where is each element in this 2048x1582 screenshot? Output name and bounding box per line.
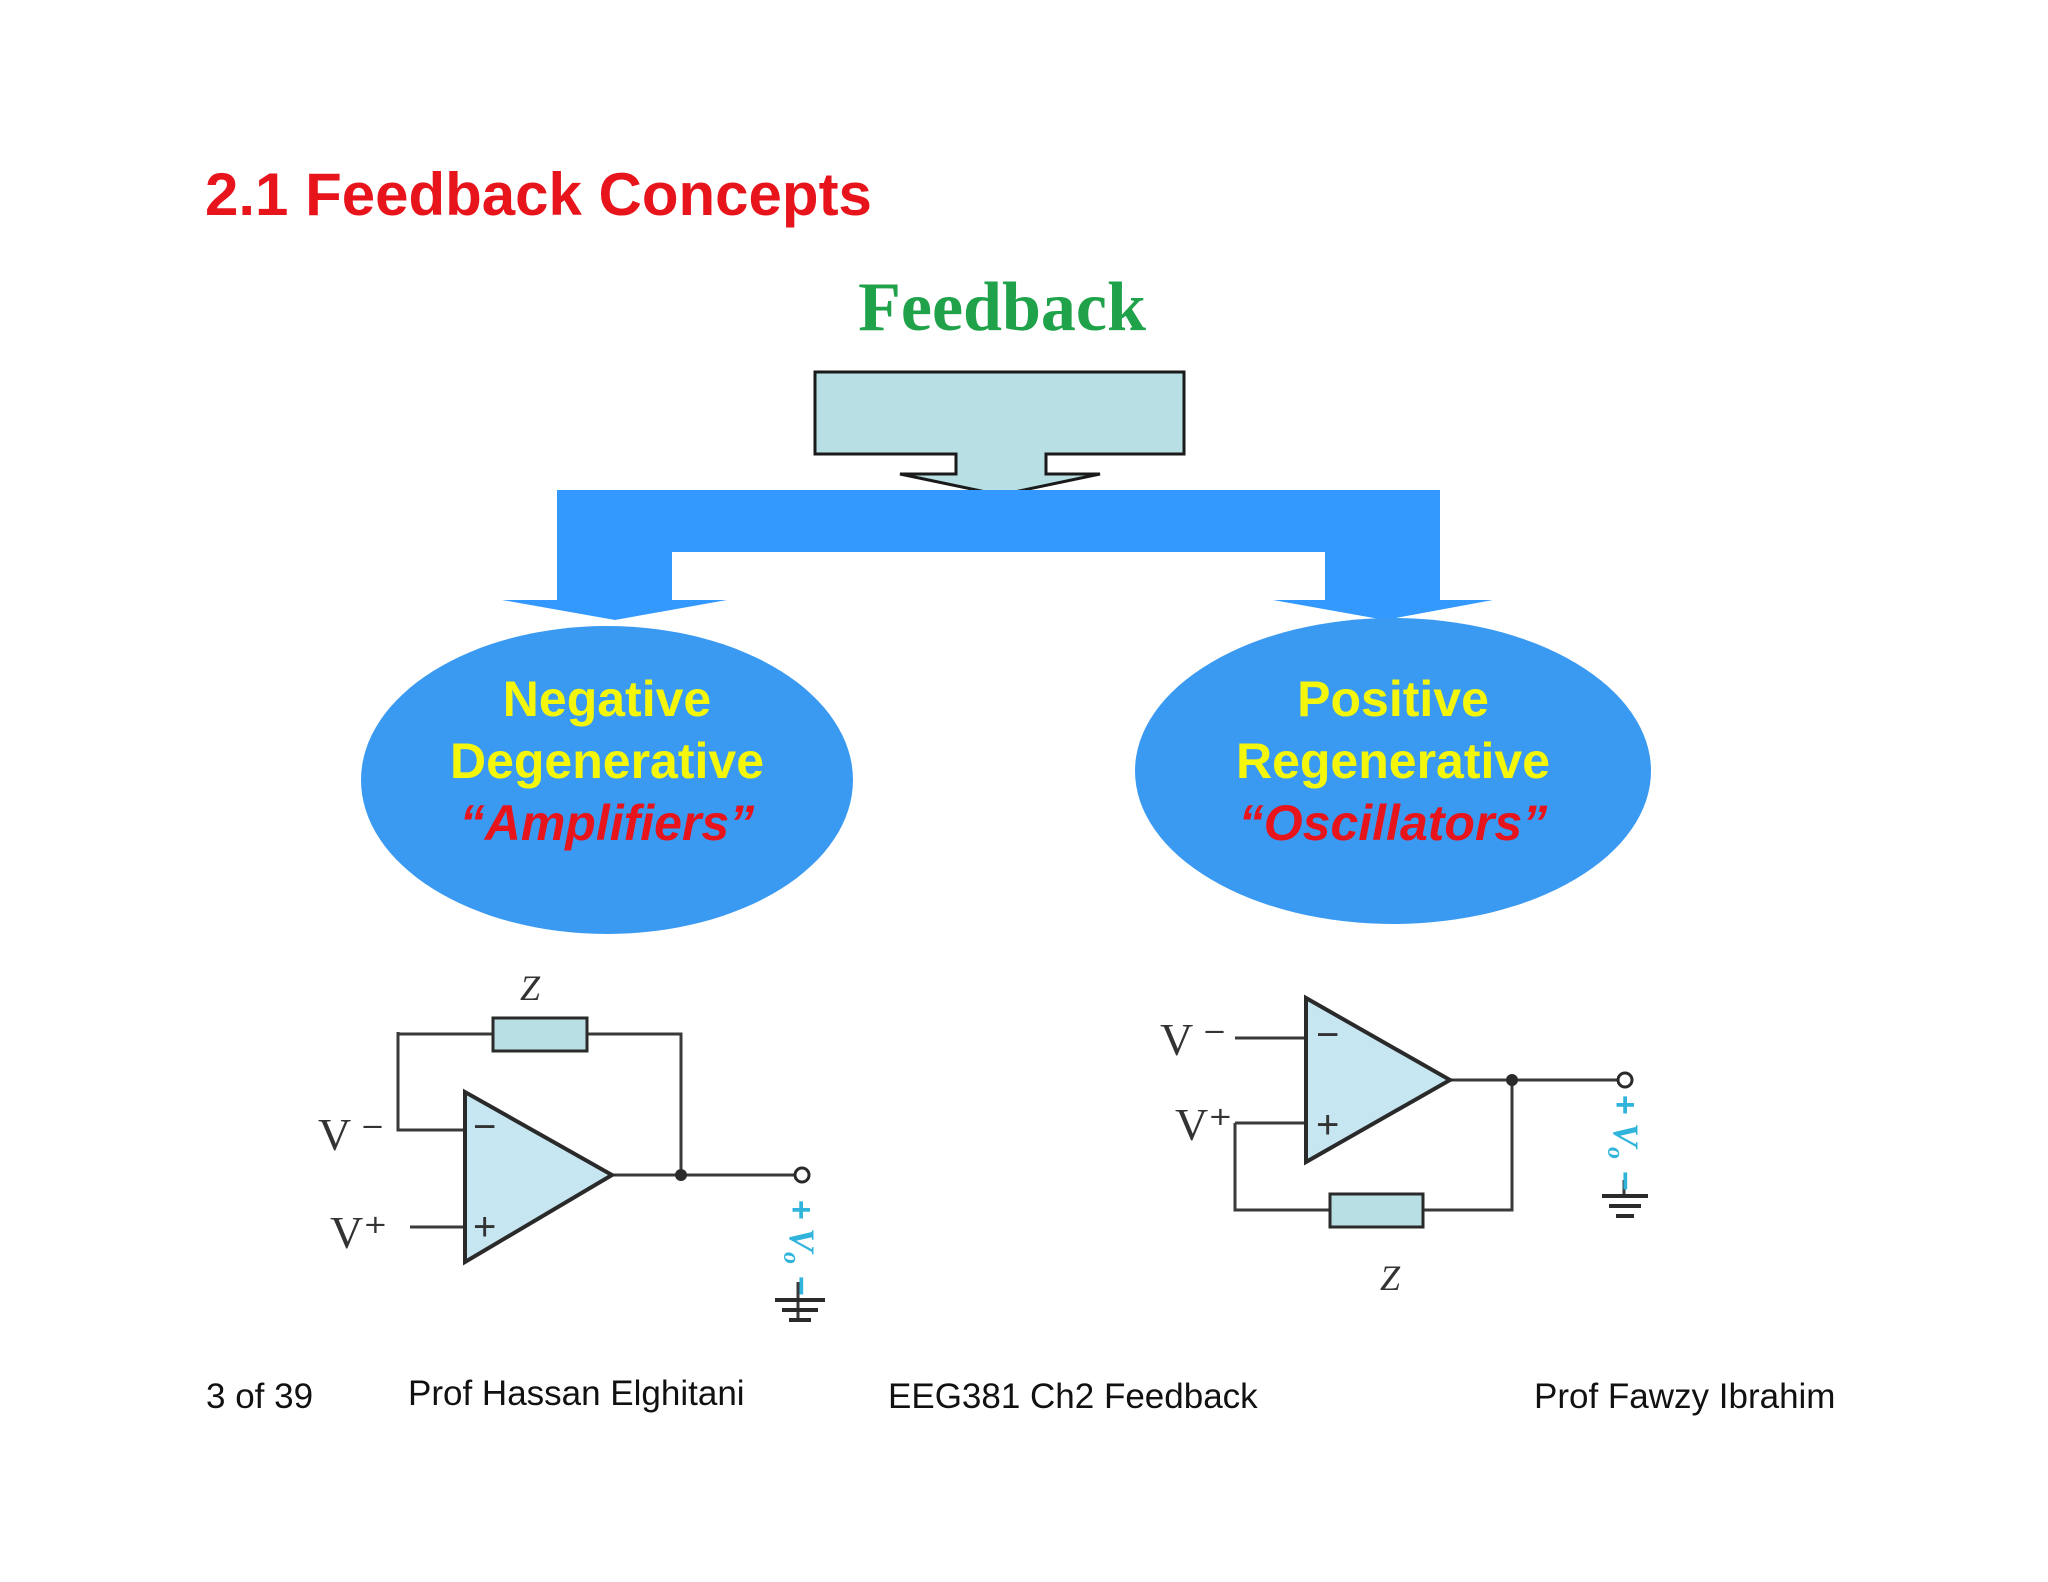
negative-line3: “Amplifiers” [459,795,755,851]
slide-title: 2.1 Feedback Concepts [205,161,872,228]
right-ground-icon [1602,1194,1648,1218]
positive-line2: Regenerative [1235,733,1551,789]
negative-feedback-label: Negative Degenerative “Amplifiers” [347,668,867,854]
right-vo-minus: − [1606,1171,1644,1191]
right-v-minus-label: V ⁻ [1160,1014,1227,1065]
right-output-terminal [1616,1071,1634,1089]
right-opamp-minus-sign: − [1316,1013,1339,1057]
circuit-negative-feedback [396,1032,800,1322]
positive-feedback-ellipse [1135,618,1651,924]
right-opamp-plus-sign: + [1316,1103,1339,1147]
negative-feedback-ellipse [361,626,853,934]
feedback-root-label: Feedback [858,269,1146,346]
left-output-node [675,1169,687,1181]
left-vo-label: Vo [778,1228,822,1264]
left-v-minus-label: V ⁻ [318,1109,385,1160]
footer-author-right: Prof Fawzy Ibrahim [1534,1377,1836,1416]
positive-feedback-label: Positive Regenerative “Oscillators” [1133,668,1653,854]
right-output-node [1506,1074,1518,1086]
right-v-plus-label: V⁺ [1175,1099,1233,1150]
left-opamp-minus-sign: − [473,1105,496,1149]
branch-connector [502,490,1493,620]
right-impedance-z [1328,1192,1425,1229]
left-z-label: Z [520,968,541,1008]
footer-author-left: Prof Hassan Elghitani [408,1374,745,1413]
right-vo-label: Vo [1602,1123,1646,1159]
circuit-positive-feedback [1233,1036,1626,1212]
footer-course: EEG381 Ch2 Feedback [888,1377,1258,1416]
left-opamp [463,1088,616,1266]
left-v-plus-label: V⁺ [330,1207,388,1258]
negative-line2: Degenerative [449,733,765,789]
right-opamp [1304,994,1455,1166]
left-output-terminal [793,1166,811,1184]
positive-line3: “Oscillators” [1238,795,1548,851]
negative-line1: Negative [502,671,712,727]
feedback-root-box [813,370,1186,497]
left-vo-minus: − [782,1276,820,1296]
left-impedance-z [491,1016,589,1053]
right-z-label: Z [1380,1258,1401,1298]
right-vo-plus: + [1606,1095,1644,1115]
left-opamp-plus-sign: + [473,1205,496,1249]
footer-page-number: 3 of 39 [206,1377,314,1416]
left-ground-icon [775,1298,825,1322]
left-vo-plus: + [782,1200,820,1220]
positive-line1: Positive [1297,671,1489,727]
